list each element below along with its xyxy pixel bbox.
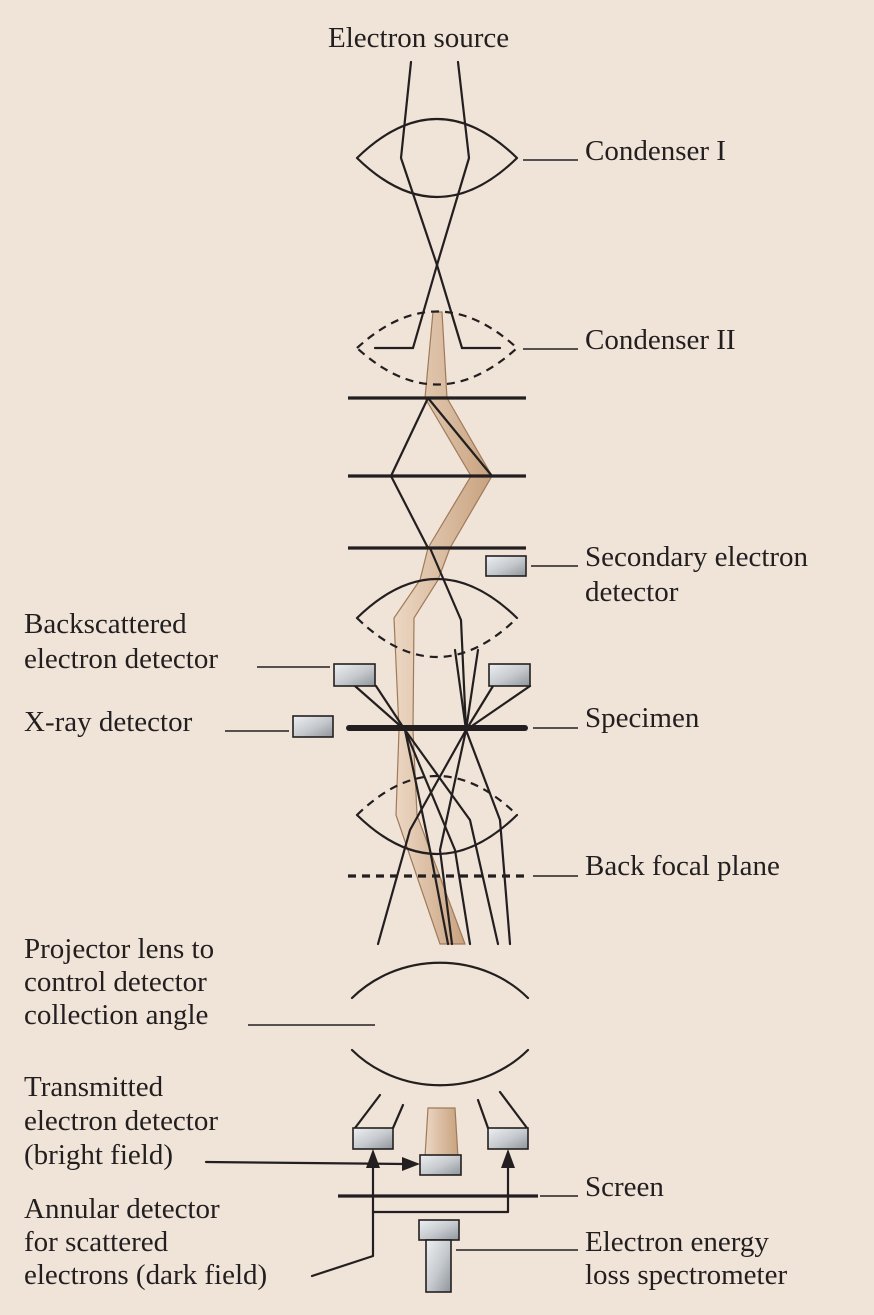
- label-secondary-detector-line-1: Secondary electron: [585, 541, 809, 573]
- condenser-lens-2: [355, 310, 519, 386]
- label-transmitted-line-1: Transmitted: [24, 1071, 164, 1103]
- secondary-electron-detector: [485, 555, 527, 577]
- label-xray-detector: X-ray detector: [24, 706, 193, 738]
- label-annular-line-3: electrons (dark field): [24, 1259, 267, 1291]
- eels-spectrometer: [418, 1219, 460, 1293]
- label-projector-line-3: collection angle: [24, 999, 208, 1031]
- label-eels-line-2: loss spectrometer: [585, 1259, 787, 1291]
- label-annular-line-1: Annular detector: [24, 1193, 220, 1225]
- objective-lower-polepiece: [355, 775, 519, 855]
- label-electron-source: Electron source: [328, 22, 509, 54]
- label-projector-line-1: Projector lens to: [24, 933, 214, 965]
- label-annular-line-2: for scattered: [24, 1226, 169, 1258]
- backscattered-detector-right: [488, 663, 531, 687]
- label-specimen: Specimen: [585, 702, 700, 734]
- label-transmitted-detector: Transmitted electron detector (bright fi…: [24, 1071, 225, 1171]
- label-backscattered-line-2: electron detector: [24, 643, 218, 675]
- annular-detector-left: [352, 1127, 394, 1150]
- condenser-lens-1: [355, 118, 519, 198]
- label-backscattered-detector: Backscattered electron detector: [24, 608, 218, 675]
- label-condenser-1: Condenser I: [585, 135, 726, 167]
- label-back-focal-plane: Back focal plane: [585, 850, 780, 882]
- annular-arrows: [310, 1149, 515, 1278]
- label-backscattered-line-1: Backscattered: [24, 608, 187, 640]
- label-condenser-2: Condenser II: [585, 324, 736, 356]
- label-projector-line-2: control detector: [24, 966, 207, 998]
- ray-lines: [353, 60, 532, 1130]
- label-eels: Electron energy loss spectrometer: [585, 1226, 787, 1291]
- label-secondary-detector: Secondary electron detector: [585, 541, 815, 608]
- label-transmitted-line-3: (bright field): [24, 1139, 173, 1171]
- bright-field-arrow: [204, 1157, 420, 1171]
- xray-detector: [292, 715, 334, 738]
- label-projector-lens: Projector lens to control detector colle…: [24, 933, 221, 1031]
- label-transmitted-line-2: electron detector: [24, 1105, 218, 1137]
- projector-lens: [350, 961, 530, 1087]
- bright-field-detector: [419, 1154, 462, 1176]
- aperture-plates: [348, 396, 526, 550]
- backscattered-detector-left: [333, 663, 376, 687]
- label-secondary-detector-line-2: detector: [585, 576, 679, 608]
- objective-upper-polepiece: [355, 578, 519, 658]
- annular-detector-right: [487, 1127, 529, 1150]
- label-eels-line-1: Electron energy: [585, 1226, 769, 1258]
- label-screen: Screen: [585, 1171, 664, 1203]
- leader-lines: [225, 159, 578, 1251]
- label-annular-detector: Annular detector for scattered electrons…: [24, 1193, 267, 1291]
